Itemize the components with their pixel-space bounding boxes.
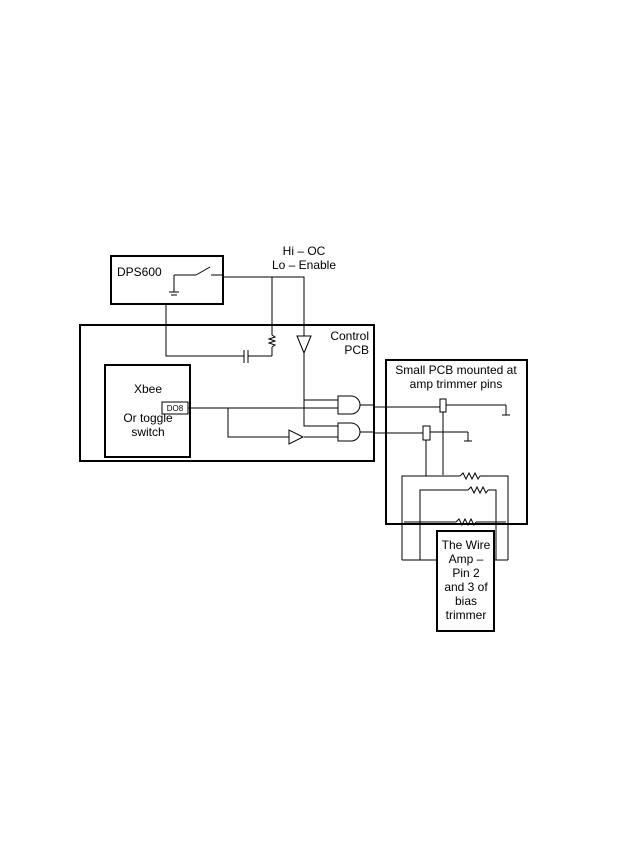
and-gate-top [337, 395, 361, 415]
buffer-symbol [296, 335, 312, 405]
signal-note-line2: Lo – Enable [272, 258, 336, 272]
small-pcb-label-line1: Small PCB mounted at [395, 363, 517, 377]
control-pcb-box: Control PCB [79, 324, 375, 462]
logic-wiring [188, 399, 338, 438]
capacitor-symbol [243, 350, 249, 363]
and-gate-bottom [337, 422, 361, 442]
dps600-label: DPS600 [117, 265, 162, 279]
dps600-wiring [165, 276, 305, 357]
small-pcb-box: Small PCB mounted at amp trimmer pins [385, 359, 528, 525]
signal-note-line1: Hi – OC [283, 244, 326, 258]
relay-component-bottom [422, 425, 431, 476]
xbee-pin-label: DO8 [167, 404, 184, 413]
xbee-line3: switch [131, 425, 164, 439]
xbee-box: Xbee Or toggle switch DO8 [104, 364, 191, 458]
wire-amp-line5: bias [455, 594, 477, 608]
control-pcb-label-line1: Control [330, 329, 369, 343]
dps600-ground-symbol [169, 275, 179, 296]
output-wiring [360, 404, 510, 442]
dps600-box: DPS600 [110, 255, 224, 305]
xbee-title: Xbee [134, 382, 162, 396]
relay-component-top [439, 398, 447, 475]
inverter-symbol [288, 429, 305, 445]
xbee-line2: Or toggle [123, 411, 173, 425]
wire-amp-line3: Pin 2 [452, 566, 480, 580]
wire-amp-box: The Wire Amp – Pin 2 and 3 of bias trimm… [436, 530, 495, 632]
wire-amp-line6: trimmer [446, 608, 487, 622]
resistor-network [401, 471, 509, 560]
wire-amp-line1: The Wire [442, 538, 491, 552]
wire-amp-line2: Amp – [449, 552, 484, 566]
wire-amp-line4: and 3 of [444, 580, 488, 594]
control-pcb-label-line2: PCB [344, 343, 369, 357]
signal-note: Hi – OC Lo – Enable [272, 244, 336, 272]
dps600-switch-symbol [174, 266, 223, 276]
pullup-resistor-symbol [267, 334, 277, 348]
small-pcb-label-line2: amp trimmer pins [410, 377, 503, 391]
